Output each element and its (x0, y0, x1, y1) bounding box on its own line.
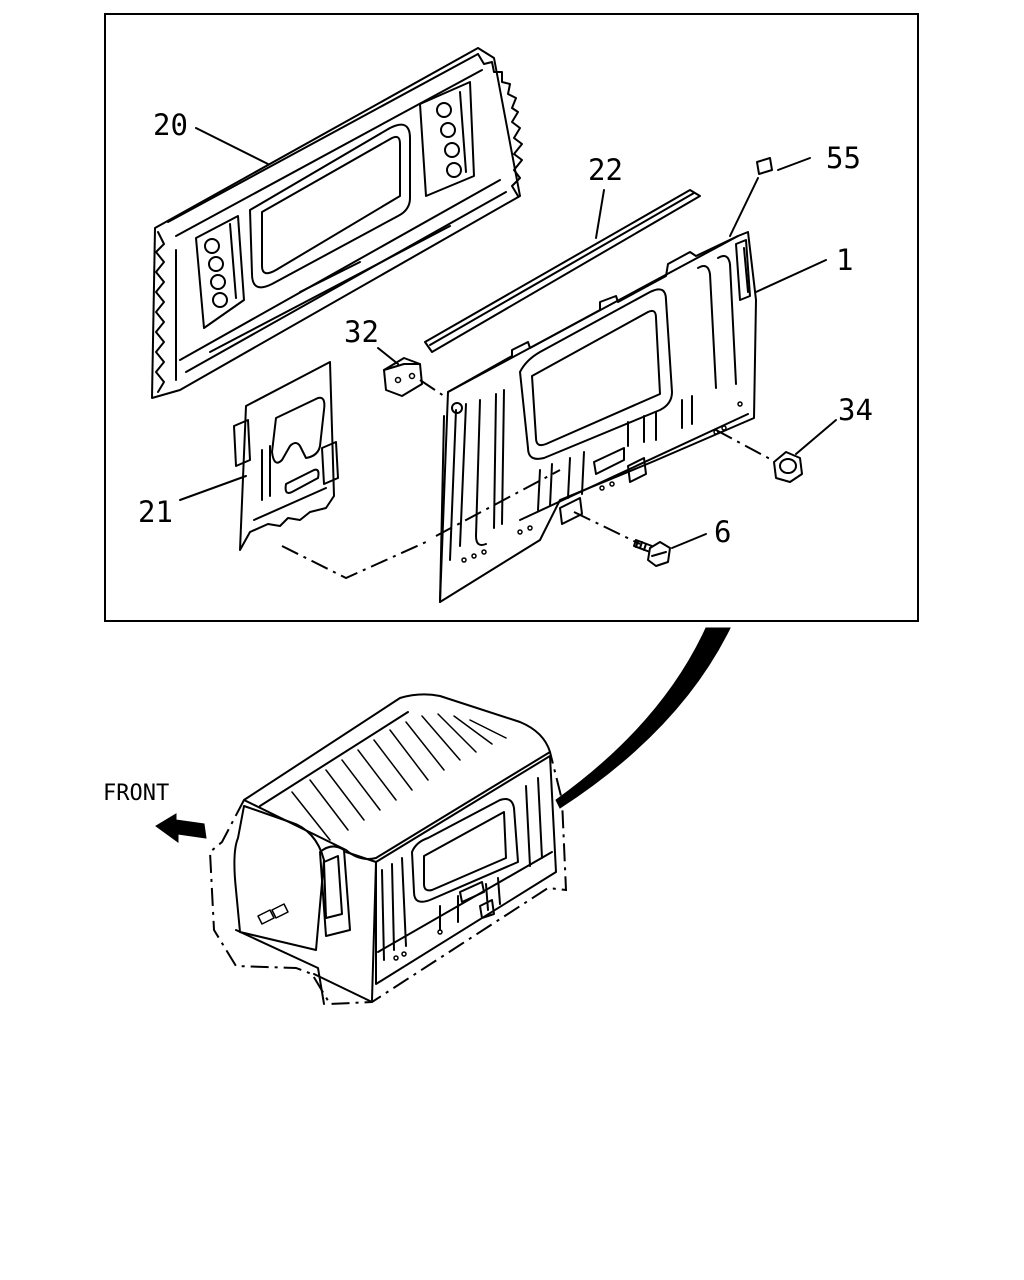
callout-32: 32 (344, 315, 379, 349)
callout-55: 55 (826, 141, 861, 175)
part-6-bolt (633, 539, 671, 567)
part-22-top-strip (424, 189, 701, 353)
part-1-rear-panel (439, 231, 757, 603)
callout-34: 34 (838, 393, 873, 427)
front-arrow-icon (155, 813, 207, 843)
callout-6: 6 (714, 515, 731, 549)
leader-lines (179, 127, 837, 549)
detail-connector-swoosh (555, 627, 731, 809)
callout-20: 20 (153, 108, 188, 142)
assembly-lines (281, 379, 773, 580)
part-32-block (383, 357, 423, 397)
front-label: FRONT (103, 781, 169, 806)
callout-1: 1 (836, 243, 853, 277)
callout-labels: 20 22 55 1 32 34 21 6 (138, 108, 873, 549)
detail-frame (104, 13, 919, 622)
callout-21: 21 (138, 495, 173, 529)
cab-overview (208, 693, 568, 1006)
part-34-nut (773, 451, 803, 483)
callout-22: 22 (588, 153, 623, 187)
part-21-bracket (233, 361, 339, 551)
front-orientation-indicator: FRONT (103, 781, 207, 843)
part-55-pad (756, 157, 773, 175)
part-20-inner-rear-panel (151, 47, 523, 399)
